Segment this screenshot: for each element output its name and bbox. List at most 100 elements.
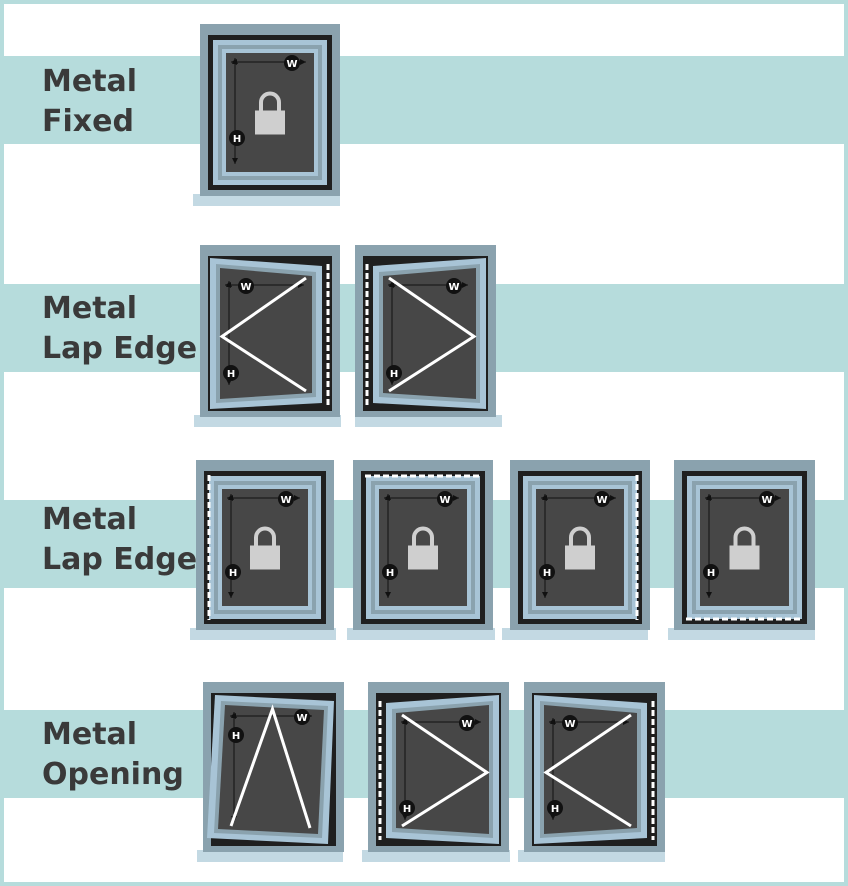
width-marker-label: W <box>296 713 307 724</box>
glass-pane <box>383 268 476 399</box>
band-1 <box>0 56 848 144</box>
window-sill <box>197 850 343 862</box>
height-marker <box>382 564 398 580</box>
window-sill <box>347 628 495 640</box>
width-marker <box>594 491 610 507</box>
height-marker-label: H <box>229 568 237 579</box>
row-label-1-line1: Metal <box>42 64 138 99</box>
swing-direction-line <box>543 713 632 828</box>
casement-right-window-icon: WH <box>355 245 502 427</box>
height-marker <box>703 564 719 580</box>
row-label-3-line2: Lap Edge <box>42 542 198 577</box>
width-marker-label: W <box>439 495 450 506</box>
casement-left-window-icon: WH <box>194 245 341 427</box>
swing-direction-line <box>229 704 312 829</box>
height-marker-label: H <box>227 369 235 380</box>
height-marker <box>228 727 244 743</box>
lock-body <box>729 545 760 570</box>
lock-window-icon: WH <box>193 24 340 206</box>
lock-body <box>408 545 438 570</box>
height-marker-label: H <box>386 568 394 579</box>
arrow-head <box>775 495 781 501</box>
width-marker <box>437 491 453 507</box>
width-marker-label: W <box>564 719 575 730</box>
lock-body <box>565 545 595 570</box>
arrow-head <box>706 592 712 598</box>
height-marker-label: H <box>551 804 559 815</box>
lock-shackle <box>254 526 276 546</box>
height-marker <box>547 800 563 816</box>
arrow-head <box>542 494 548 500</box>
window-sill <box>502 628 648 640</box>
casement-left-window-icon: WH <box>518 682 665 862</box>
width-marker-label: W <box>596 495 607 506</box>
swing-direction-line <box>401 713 490 828</box>
window-sill <box>518 850 665 862</box>
height-marker <box>386 365 402 381</box>
arrow-head <box>294 495 300 501</box>
row-label-2: Metal Lap Edge <box>42 289 197 369</box>
height-marker <box>539 564 555 580</box>
arrow-head <box>228 494 234 500</box>
lock-shackle <box>733 526 756 546</box>
width-marker <box>759 491 775 507</box>
width-marker-label: W <box>240 282 251 293</box>
lock-shackle <box>259 91 281 111</box>
window-sill <box>668 628 815 640</box>
height-marker-label: H <box>233 134 241 145</box>
swing-direction-line <box>388 276 477 393</box>
row-label-1: Metal Fixed <box>42 62 137 142</box>
width-marker <box>294 709 310 725</box>
height-marker-label: H <box>232 731 240 742</box>
lock-body <box>250 545 280 570</box>
glass-pane <box>218 705 324 834</box>
arrow-head <box>389 281 395 287</box>
glass-pane <box>220 268 312 399</box>
arrow-head <box>385 592 391 598</box>
width-marker-label: W <box>280 495 291 506</box>
width-marker <box>562 715 578 731</box>
arrow-head <box>542 592 548 598</box>
casement-right-window-icon: WH <box>362 682 510 862</box>
width-marker <box>278 491 294 507</box>
row-label-3-line1: Metal <box>42 502 138 537</box>
lock-window-icon: WH <box>190 460 336 640</box>
height-marker <box>399 800 415 816</box>
arrow-head <box>385 494 391 500</box>
window-sill <box>190 628 336 640</box>
arrow-head <box>453 495 459 501</box>
row-label-3: Metal Lap Edge <box>42 500 197 580</box>
window-sill <box>355 415 502 427</box>
height-marker-label: H <box>403 804 411 815</box>
arrow-head <box>232 158 238 164</box>
width-marker <box>284 55 300 71</box>
arrow-head <box>228 592 234 598</box>
width-marker <box>446 278 462 294</box>
arrow-head <box>226 281 232 287</box>
top-hung-window-icon: WH <box>197 682 344 862</box>
window-sill <box>362 850 510 862</box>
height-marker-label: H <box>390 369 398 380</box>
glass-pane <box>544 705 637 834</box>
lock-window-icon: WH <box>347 460 495 640</box>
swing-direction-line <box>219 276 307 393</box>
width-marker-label: W <box>761 495 772 506</box>
height-marker-label: H <box>543 568 551 579</box>
height-marker <box>223 365 239 381</box>
width-marker <box>459 715 475 731</box>
lock-window-icon: WH <box>502 460 650 640</box>
arrow-head <box>550 718 556 724</box>
arrow-head <box>475 719 481 725</box>
arrow-head <box>462 282 468 288</box>
row-label-2-line2: Lap Edge <box>42 331 198 366</box>
row-label-2-line1: Metal <box>42 291 138 326</box>
row-label-4-line2: Opening <box>42 757 184 792</box>
width-marker <box>238 278 254 294</box>
lock-body <box>255 110 285 135</box>
arrow-head <box>706 494 712 500</box>
width-marker-label: W <box>461 719 472 730</box>
lock-shackle <box>412 526 434 546</box>
